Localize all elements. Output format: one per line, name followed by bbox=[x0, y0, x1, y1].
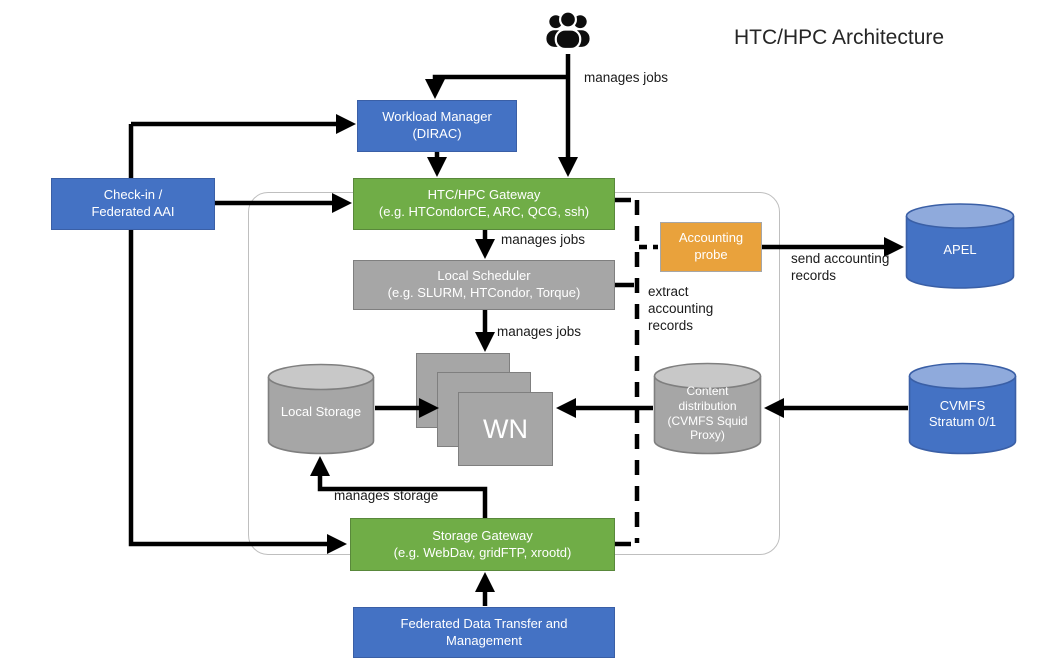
gateway-line1: HTC/HPC Gateway bbox=[427, 187, 541, 203]
local-storage-cylinder: Local Storage bbox=[267, 363, 375, 455]
arrow-checkin-to-storage-gateway bbox=[128, 124, 347, 554]
local-scheduler-line1: Local Scheduler bbox=[437, 268, 531, 284]
accounting-probe-line1: Accounting bbox=[678, 230, 744, 246]
cylinder-shape bbox=[905, 203, 1015, 289]
send-line2: records bbox=[791, 268, 837, 283]
cvmfs-line2: Stratum 0/1 bbox=[928, 413, 997, 429]
accounting-probe-node: Accounting probe bbox=[660, 222, 762, 272]
checkin-federated-aai-node: Check-in / Federated AAI bbox=[51, 178, 215, 230]
label-manages-storage: manages storage bbox=[334, 488, 439, 503]
accounting-probe-line2: probe bbox=[694, 247, 728, 262]
apel-label: APEL bbox=[943, 241, 977, 257]
label-extract-accounting-records: extract accounting records bbox=[648, 283, 713, 334]
content-distribution-cylinder: Content distribution (CVMFS Squid Proxy) bbox=[653, 362, 762, 455]
label-manages-jobs-top: manages jobs bbox=[584, 70, 669, 85]
storage-gateway-line2: (e.g. WebDav, gridFTP, xrootd) bbox=[393, 544, 572, 560]
htc-hpc-gateway-node: HTC/HPC Gateway (e.g. HTCondorCE, ARC, Q… bbox=[353, 178, 615, 230]
local-storage-label: Local Storage bbox=[280, 404, 362, 420]
local-scheduler-node: Local Scheduler (e.g. SLURM, HTCondor, T… bbox=[353, 260, 615, 310]
workload-manager-node: Workload Manager (DIRAC) bbox=[357, 100, 517, 152]
content-distribution-line3: (CVMFS Squid bbox=[667, 413, 748, 428]
label-manages-jobs-gateway: manages jobs bbox=[501, 232, 586, 247]
gateway-line2: (e.g. HTCondorCE, ARC, QCG, ssh) bbox=[378, 204, 590, 219]
storage-gateway-node: Storage Gateway (e.g. WebDav, gridFTP, x… bbox=[350, 518, 615, 571]
workload-manager-line2: (DIRAC) bbox=[412, 126, 462, 141]
page-title: HTC/HPC Architecture bbox=[734, 26, 945, 49]
storage-gateway-line1: Storage Gateway bbox=[432, 527, 533, 543]
cylinder-shape bbox=[908, 362, 1017, 455]
workload-manager-line1: Workload Manager bbox=[382, 109, 492, 125]
worker-node-label: WN bbox=[483, 413, 528, 444]
checkin-line1: Check-in / bbox=[103, 187, 163, 203]
worker-node: WN bbox=[458, 392, 553, 466]
arrow-storage-gateway-to-local-storage bbox=[310, 456, 488, 518]
extract-line3: records bbox=[648, 318, 694, 333]
content-distribution-line4: Proxy) bbox=[690, 428, 725, 443]
federated-data-transfer-node: Federated Data Transfer and Management bbox=[353, 607, 615, 658]
cylinder-shape bbox=[653, 362, 762, 455]
label-send-accounting-records: send accounting records bbox=[791, 250, 889, 284]
extract-line1: extract bbox=[648, 284, 689, 299]
federated-dtm-line1: Federated Data Transfer and bbox=[400, 615, 568, 631]
extract-line2: accounting bbox=[648, 301, 714, 316]
local-scheduler-line2: (e.g. SLURM, HTCondor, Torque) bbox=[387, 285, 581, 300]
arrow-users-to-workload-manager bbox=[425, 74, 568, 99]
users-icon bbox=[546, 10, 590, 51]
send-line1: send accounting bbox=[791, 251, 890, 266]
label-manages-jobs-scheduler: manages jobs bbox=[497, 324, 582, 339]
content-distribution-line1: Content bbox=[686, 384, 729, 399]
cvmfs-stratum-cylinder: CVMFS Stratum 0/1 bbox=[908, 362, 1017, 455]
federated-dtm-line2: Management bbox=[446, 632, 522, 648]
content-distribution-line2: distribution bbox=[678, 398, 737, 413]
checkin-line2: Federated AAI bbox=[91, 204, 175, 219]
cvmfs-line1: CVMFS bbox=[939, 397, 986, 413]
apel-cylinder: APEL bbox=[905, 203, 1015, 290]
cylinder-shape bbox=[267, 363, 375, 455]
